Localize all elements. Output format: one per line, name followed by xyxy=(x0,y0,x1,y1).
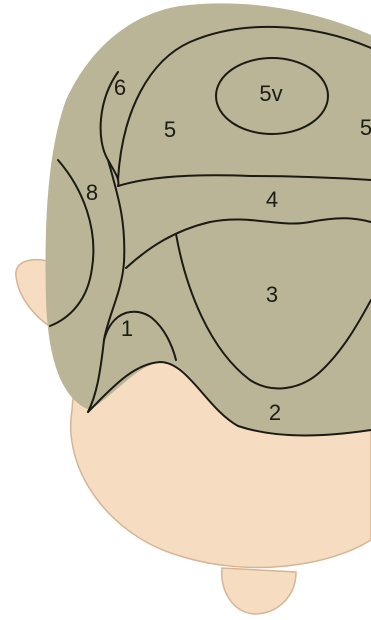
zone-label-3: 3 xyxy=(266,282,278,307)
zone-label-2: 2 xyxy=(269,400,281,425)
nose-tip xyxy=(222,568,296,614)
zone-label-8: 8 xyxy=(86,180,98,205)
zone-label-1: 1 xyxy=(121,316,133,341)
zone-label-5: 5 xyxy=(164,117,176,142)
zone-label-4: 4 xyxy=(266,187,278,212)
zone-label-5-right: 5 xyxy=(360,115,371,140)
zone-label-5v: 5v xyxy=(259,81,282,106)
zone-label-6: 6 xyxy=(114,75,126,100)
